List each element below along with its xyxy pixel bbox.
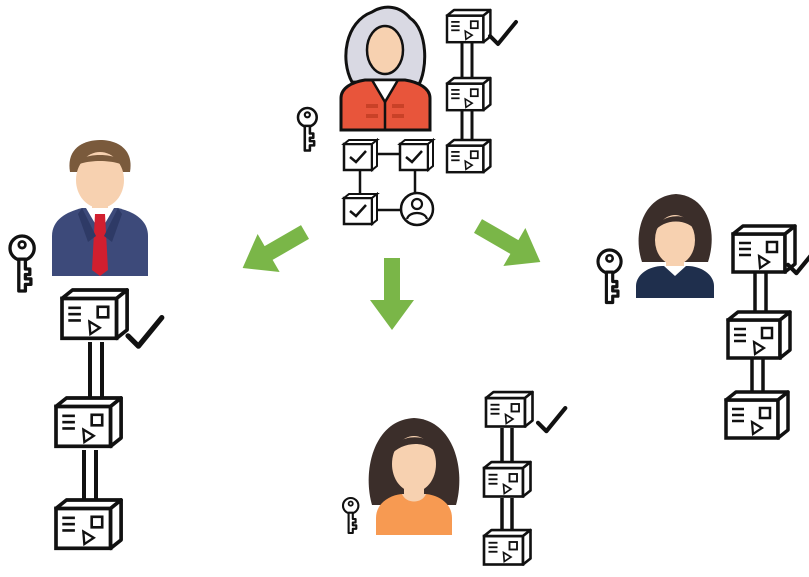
arrow-to-right-participant [467, 206, 552, 282]
blockchain-icon [445, 8, 518, 174]
central-authority [296, 5, 518, 227]
woman-icon [368, 418, 460, 535]
participant-woman-right [596, 194, 809, 440]
judge-icon [339, 5, 432, 132]
businessman-icon [52, 140, 148, 276]
woman-icon [636, 194, 714, 298]
user-circle-icon [399, 191, 435, 227]
arrow-to-left-participant [231, 212, 316, 288]
network-icon [341, 137, 436, 227]
key-icon [8, 234, 36, 293]
key-icon [296, 106, 318, 152]
blockchain-icon [724, 224, 809, 440]
blockchain-icon [54, 288, 162, 551]
key-icon [596, 248, 623, 305]
blockchain-icon [482, 390, 565, 566]
participant-woman-bottom [341, 390, 565, 566]
participant-man [8, 140, 162, 551]
key-icon [341, 496, 360, 535]
arrow-to-bottom-participant [370, 258, 414, 330]
